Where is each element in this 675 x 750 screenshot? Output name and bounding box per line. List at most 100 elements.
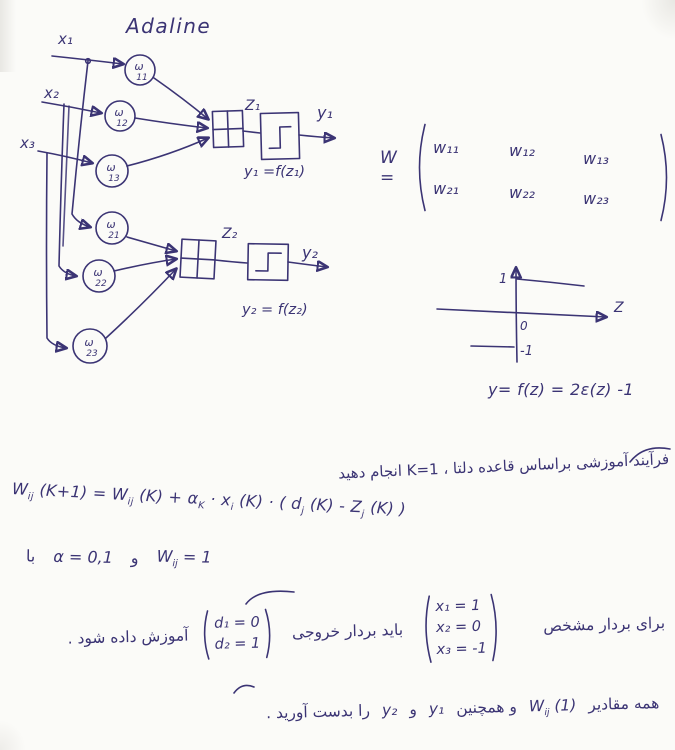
z1-label: Z₁ [244,98,260,114]
svg-text:ω: ω [84,336,93,349]
activation-graph: 1 0 -1 Z [436,240,624,363]
branch-line-x2-w22 [58,103,76,276]
input-label-x1: x₁ [57,30,73,48]
output-arrow-y1 [298,135,334,138]
y1-label: y₁ [316,103,333,122]
graph-tick-minus-one: -1 [520,344,533,359]
svg-text:ω: ω [106,218,115,231]
graph-z-axis [436,308,606,317]
d-vector-row-2: d₂ = 1 [214,635,261,653]
svg-text:12: 12 [116,119,128,129]
svg-text:ω: ω [134,60,143,73]
weight-node-w23: ω 23 [72,328,108,364]
svg-text:22: 22 [95,279,107,289]
svg-text:23: 23 [86,349,98,359]
step-function-glyph-1 [268,125,292,150]
scan-smudge-top-right [641,0,675,40]
step-function-glyph-2 [255,252,282,272]
connector-sum1-act1 [242,130,261,134]
arrow-w21-sum2 [126,236,176,251]
param-and: و [130,547,139,568]
matrix-cell-w12: w₁₂ [509,140,535,160]
graph-axis-label-z: Z [613,300,624,316]
task-for-vector: برای بردار مشخص [542,614,666,636]
svg-text:13: 13 [108,174,120,184]
svg-text:21: 21 [108,231,119,241]
input-label-x2: x₂ [43,84,59,102]
graph-y-axis [516,268,517,363]
arrow-w11-sum1 [153,77,208,119]
final-y1: y₁ [428,699,445,719]
activation-box-1 [259,111,301,161]
network-diagram: x₁ x₂ x₃ ω 11 ω 12 ω 13 ω [19,30,360,364]
connector-sum2-act2 [214,259,248,264]
final-and-also: و همچنین [455,697,517,718]
weight-node-w11: ω 11 [124,54,156,86]
svg-text:11: 11 [136,73,147,83]
graph-step-high [516,278,585,287]
task-be-trained: آموزش داده شود . [67,626,189,648]
matrix-cell-w13: w₁₃ [583,148,609,168]
arrow-w12-sum1 [134,117,207,128]
x-vector-row-3: x₃ = -1 [436,640,487,658]
d-vector-left-paren [204,610,210,660]
input-label-x3: x₃ [19,134,35,152]
input-line-x3 [37,150,92,163]
x-vector-row-1: x₁ = 1 [435,598,481,616]
arrow-w13-sum1 [126,138,208,167]
matrix-cell-w22: w₂₂ [509,182,535,202]
parameters-line: با α = 0,1 و Wij = 1 [26,544,212,570]
x-vector-left-paren [425,595,432,663]
weight-node-w22: ω 22 [82,259,116,293]
d-vector-row-1: d₁ = 0 [213,614,260,632]
x-vector: x₁ = 1 x₂ = 0 x₃ = -1 [418,592,504,664]
input-line-x2 [41,101,101,113]
param-wij: Wij = 1 [156,546,212,570]
matrix-cell-w11: w₁₁ [433,137,459,157]
branch-line-x3-w23 [45,152,67,348]
final-wij-1: Wij (1) [528,696,577,719]
matrix-cell-w23: w₂₃ [583,188,609,208]
persian-instruction-delta-rule: فرآیند آموزشی براساس قاعده دلتا ، K=1 ان… [337,450,670,483]
svg-text:ω: ω [106,161,115,174]
matrix-right-paren [660,133,668,222]
x-vector-right-paren [490,593,498,662]
weight-node-w21: ω 21 [95,211,129,245]
delta-rule-formula: Wij (K+1) = Wij (K) + αK · xi (K) · ( dj… [11,479,407,520]
weight-matrix: W = w₁₁ w₁₂ w₁₃ w₂₁ w₂₂ w₂₃ [380,120,675,222]
x-vector-row-2: x₂ = 0 [435,619,482,637]
page-title: Adaline [126,14,212,38]
param-alpha: α = 0,1 [53,546,114,567]
svg-text:ω: ω [114,106,123,119]
z2-label: Z₂ [221,226,238,242]
summation-box-2 [179,238,217,280]
branch-line-x1-w21 [71,60,90,227]
matrix-cell-w21: w₂₁ [433,178,459,198]
graph-tick-one: 1 [499,272,507,287]
task-must-output: باید بردار خروجی [291,620,404,642]
final-instruction-line: همه مقادیر Wij (1) و همچنین y₁ و y₂ را ب… [266,694,660,725]
d-vector-right-paren [264,608,271,659]
output-arrow-y2 [287,262,327,267]
summation-box-1 [211,109,245,149]
graph-tick-zero: 0 [520,319,528,333]
arrow-w23-sum2 [105,269,176,339]
svg-text:ω: ω [93,266,102,279]
final-y2: y₂ [381,700,398,720]
activation-box-2 [246,242,290,282]
input-line-x1 [51,55,123,64]
branch-line-double-stroke [62,105,70,247]
weight-node-w13: ω 13 [95,154,129,188]
param-with: با [25,546,36,566]
eq-y2: y₂ = f(z₂) [241,302,308,318]
weight-node-w12: ω 12 [104,100,136,132]
graph-step-low [470,345,515,348]
matrix-left-paren [418,123,426,212]
swoosh-above-final-line [233,684,255,694]
matrix-lhs: W = [380,147,397,188]
arrow-w22-sum2 [113,259,176,272]
y2-label: y₂ [301,243,318,262]
d-vector: d₁ = 0 d₂ = 1 [198,607,277,661]
matrix-entries: w₁₁ w₁₂ w₁₃ w₂₁ w₂₂ w₂₃ [433,137,653,208]
